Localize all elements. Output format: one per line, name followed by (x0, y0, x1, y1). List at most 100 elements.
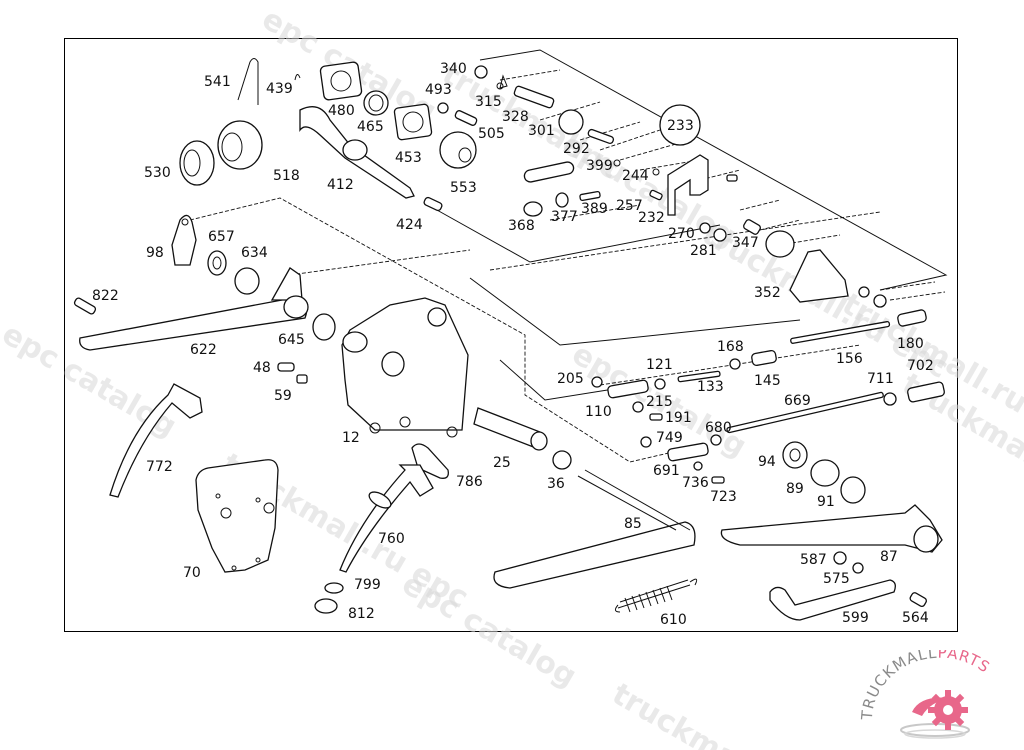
ring-575 (852, 562, 864, 574)
callout-691[interactable]: 691 (653, 463, 680, 479)
callout-680[interactable]: 680 (705, 420, 732, 436)
callout-645[interactable]: 645 (278, 332, 305, 348)
callout-723[interactable]: 723 (710, 489, 737, 505)
callout-736[interactable]: 736 (682, 475, 709, 491)
clevis-180 (897, 309, 927, 327)
callout-257[interactable]: 257 (616, 198, 643, 214)
callout-786[interactable]: 786 (456, 474, 483, 490)
callout-822[interactable]: 822 (92, 288, 119, 304)
callout-281[interactable]: 281 (690, 243, 717, 259)
seal-645 (312, 313, 336, 341)
callout-389[interactable]: 389 (581, 201, 608, 217)
bush-368 (523, 201, 543, 217)
callout-760[interactable]: 760 (378, 531, 405, 547)
callout-233[interactable]: 233 (667, 118, 694, 134)
callout-25[interactable]: 25 (493, 455, 511, 471)
callout-541[interactable]: 541 (204, 74, 231, 90)
coupling-145 (751, 349, 777, 367)
callout-87[interactable]: 87 (880, 549, 898, 565)
callout-480[interactable]: 480 (328, 103, 355, 119)
callout-110[interactable]: 110 (585, 404, 612, 420)
callout-711[interactable]: 711 (867, 371, 894, 387)
ring-493 (437, 102, 449, 114)
callout-89[interactable]: 89 (786, 481, 804, 497)
callout-575[interactable]: 575 (823, 571, 850, 587)
logo-swoosh-icon (904, 729, 966, 739)
callout-553[interactable]: 553 (450, 180, 477, 196)
callout-610[interactable]: 610 (660, 612, 687, 628)
callout-244[interactable]: 244 (622, 168, 649, 184)
callout-622[interactable]: 622 (190, 342, 217, 358)
callout-270[interactable]: 270 (668, 226, 695, 242)
callout-36[interactable]: 36 (547, 476, 565, 492)
gear-icon (928, 690, 968, 730)
assembly-callout-233[interactable] (659, 104, 701, 146)
callout-91[interactable]: 91 (817, 494, 835, 510)
callout-465[interactable]: 465 (357, 119, 384, 135)
callout-191[interactable]: 191 (665, 410, 692, 426)
callout-168[interactable]: 168 (717, 339, 744, 355)
arm-87 (720, 504, 943, 553)
callout-85[interactable]: 85 (624, 516, 642, 532)
callout-377[interactable]: 377 (551, 209, 578, 225)
callout-812[interactable]: 812 (348, 606, 375, 622)
callout-121[interactable]: 121 (646, 357, 673, 373)
callout-156[interactable]: 156 (836, 351, 863, 367)
callout-232[interactable]: 232 (638, 210, 665, 226)
callout-564[interactable]: 564 (902, 610, 929, 626)
callout-301[interactable]: 301 (528, 123, 555, 139)
callout-70[interactable]: 70 (183, 565, 201, 581)
callout-657[interactable]: 657 (208, 229, 235, 245)
callout-530[interactable]: 530 (144, 165, 171, 181)
mount-bush (765, 230, 795, 258)
callout-669[interactable]: 669 (784, 393, 811, 409)
ring-377 (555, 192, 569, 208)
callout-12[interactable]: 12 (342, 430, 360, 446)
callout-412[interactable]: 412 (327, 177, 354, 193)
callout-292[interactable]: 292 (563, 141, 590, 157)
pin-328 (513, 85, 555, 109)
tube-25 (473, 407, 541, 449)
callout-772[interactable]: 772 (146, 459, 173, 475)
callout-347[interactable]: 347 (732, 235, 759, 251)
logo-text-truckmall: TRUCKMALL (858, 650, 938, 721)
lug-315 (499, 74, 508, 89)
callout-215[interactable]: 215 (646, 394, 673, 410)
callout-94[interactable]: 94 (758, 454, 776, 470)
callout-587[interactable]: 587 (800, 552, 827, 568)
callout-505[interactable]: 505 (478, 126, 505, 142)
bolt-257 (649, 189, 663, 201)
callout-180[interactable]: 180 (897, 336, 924, 352)
callout-749[interactable]: 749 (656, 430, 683, 446)
callout-518[interactable]: 518 (273, 168, 300, 184)
truckmall-parts-logo[interactable]: TRUCKMALLPARTS (850, 650, 1024, 750)
callout-453[interactable]: 453 (395, 150, 422, 166)
nut-680 (710, 434, 722, 446)
callout-328[interactable]: 328 (502, 109, 529, 125)
callout-98[interactable]: 98 (146, 245, 164, 261)
callout-315[interactable]: 315 (475, 94, 502, 110)
callout-399[interactable]: 399 (586, 158, 613, 174)
callout-599[interactable]: 599 (842, 610, 869, 626)
callout-424[interactable]: 424 (396, 217, 423, 233)
callout-439[interactable]: 439 (266, 81, 293, 97)
callout-145[interactable]: 145 (754, 373, 781, 389)
callout-368[interactable]: 368 (508, 218, 535, 234)
callout-799[interactable]: 799 (354, 577, 381, 593)
callout-634[interactable]: 634 (241, 245, 268, 261)
callout-59[interactable]: 59 (274, 388, 292, 404)
nut-736 (693, 461, 703, 471)
pin-723 (711, 476, 725, 484)
housing-12 (341, 297, 469, 431)
callout-493[interactable]: 493 (425, 82, 452, 98)
callout-48[interactable]: 48 (253, 360, 271, 376)
callout-133[interactable]: 133 (697, 379, 724, 395)
callout-205[interactable]: 205 (557, 371, 584, 387)
callout-340[interactable]: 340 (440, 61, 467, 77)
pad-786 (411, 443, 449, 479)
lever-98 (171, 214, 197, 266)
callout-702[interactable]: 702 (907, 358, 934, 374)
callout-352[interactable]: 352 (754, 285, 781, 301)
watermark: epc catalog (396, 567, 582, 695)
